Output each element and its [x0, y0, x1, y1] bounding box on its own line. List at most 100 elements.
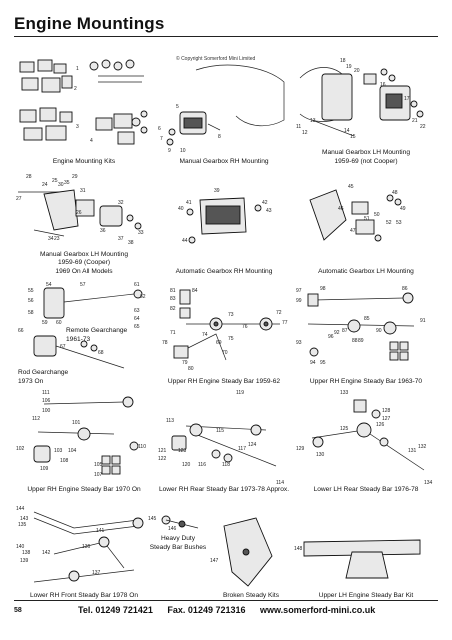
callout-84: 84: [192, 288, 198, 294]
callout-91: 91: [420, 318, 426, 324]
callout-16: 16: [380, 82, 386, 88]
callout-98: 98: [320, 286, 326, 292]
callout-133: 133: [340, 390, 349, 396]
callout-37: 37: [118, 236, 124, 242]
callout-118: 118: [222, 462, 230, 468]
mounting-kit-parts: [19, 59, 148, 145]
callout-28: 28: [26, 174, 32, 180]
caption-upper-rh-steady-1959-62: Upper RH Engine Steady Bar 1959-62: [167, 377, 281, 385]
callout-43: 43: [266, 208, 272, 214]
callout-44: 44: [182, 238, 188, 244]
caption-lower-lh-rear-1976-78: Lower LH Rear Steady Bar 1976-78: [313, 485, 419, 493]
title-rule: [14, 36, 438, 37]
callout-68: 68: [98, 350, 104, 356]
callout-120: 120: [182, 462, 191, 468]
callout-134: 134: [424, 480, 433, 486]
footer-fax: Fax. 01249 721316: [167, 605, 246, 615]
callout-114: 114: [276, 480, 284, 486]
callout-108: 108: [60, 458, 69, 464]
panel-automatic-gearbox-rh: 39 40 41 42 43 44 Automatic Gearbox RH M…: [156, 180, 292, 276]
callout-40: 40: [178, 206, 184, 212]
caption-upper-lh-steady-kit: Upper LH Engine Steady Bar Kit: [318, 591, 414, 599]
callout-141: 141: [96, 528, 105, 534]
footer-website[interactable]: www.somerford-mini.co.uk: [260, 605, 376, 615]
callout-32: 32: [118, 200, 124, 206]
callout-119: 119: [236, 390, 244, 396]
callout-111: 111: [42, 390, 50, 396]
callout-142: 142: [42, 550, 51, 556]
callout-51: 51: [364, 216, 370, 222]
callout-71: 71: [170, 330, 176, 336]
callout-86: 86: [402, 286, 408, 292]
callout-2: 2: [74, 86, 77, 92]
callout-103: 103: [54, 448, 63, 454]
panel-engine-mounting-kits: 1 2 3 4 Engine Mounting Kits: [14, 48, 154, 166]
caption-manual-gearbox-lh-not-cooper: Manual Gearbox LH Mounting 1959-69 (not …: [322, 149, 410, 165]
panel-automatic-gearbox-lh: 45 46 47 48 49 50 51 52 53 Automatic Gea…: [294, 180, 438, 276]
callout-115: 115: [216, 428, 224, 434]
copyright-note: © Copyright Somerford Mini Limited: [176, 56, 256, 62]
callout-27: 27: [16, 196, 22, 202]
callout-33: 33: [138, 230, 144, 236]
callout-34: 34: [48, 236, 54, 242]
callout-95: 95: [320, 360, 326, 366]
callout-97: 97: [296, 288, 302, 294]
caption-lower-rh-rear-1973-78: Lower RH Rear Steady Bar 1973-78 Approx.: [158, 485, 290, 493]
callout-10: 10: [180, 148, 186, 154]
callout-47: 47: [350, 228, 356, 234]
callout-121: 121: [158, 448, 167, 454]
panel-upper-rh-steady-1959-62: 69 70 71 72 73 74 75 76 77 78 79 80 81 8…: [156, 284, 292, 386]
callout-25: 25: [52, 178, 58, 184]
callout-8: 8: [218, 134, 221, 140]
callout-56: 56: [28, 298, 34, 304]
callout-55: 55: [28, 288, 34, 294]
callout-69: 69: [216, 340, 222, 346]
callout-67: 67: [60, 344, 66, 350]
callout-147: 147: [210, 558, 219, 564]
panel-upper-lh-steady-kit: 148 Upper LH Engine Steady Bar Kit: [294, 512, 438, 600]
callout-148: 148: [294, 546, 303, 552]
callout-14: 14: [344, 128, 350, 134]
callout-53: 53: [396, 220, 402, 226]
callout-143: 143: [20, 516, 29, 522]
caption-remote-gearchange: Remote Gearchange 1961-73: [66, 327, 128, 343]
lower-rh-front-1978-on-drawing: 135 136 137 138 139 140 141 142 143 144: [16, 506, 144, 583]
callout-4: 4: [90, 138, 93, 144]
callout-66: 66: [18, 328, 24, 334]
callout-22: 22: [420, 124, 426, 130]
callout-81: 81: [170, 288, 176, 294]
caption-manual-gearbox-rh: Manual Gearbox RH Mounting: [179, 157, 269, 165]
callout-137: 137: [92, 570, 101, 576]
panel-lower-rh-rear-1973-78: 113 114 115 116 117 118 119 120 121 122 …: [156, 390, 292, 494]
upper-lh-steady-kit-drawing: 148: [294, 539, 421, 579]
panel-gearchange: 54 55 56 57 58 59 60 61 62 63 64 65 66 6…: [14, 282, 154, 386]
callout-124: 124: [248, 442, 257, 448]
callout-82: 82: [170, 306, 176, 312]
callout-13: 13: [310, 118, 316, 124]
panel-lower-rh-front-1978-on: 135 136 137 138 139 140 141 142 143 144 …: [14, 498, 154, 600]
automatic-gearbox-lh-drawing: 45 46 47 48 49 50 51 52 53: [309, 184, 406, 242]
callout-96: 96: [328, 334, 334, 340]
footer-rule: [14, 600, 438, 601]
callout-136: 136: [82, 544, 91, 550]
callout-62: 62: [140, 294, 146, 300]
callout-94: 94: [310, 360, 316, 366]
callout-74: 74: [202, 332, 208, 338]
callout-102: 102: [16, 446, 25, 452]
manual-gearbox-lh-cooper-drawing: 23 24 25 26 27 28 29 30 31 32 33 34 35 3…: [16, 174, 144, 246]
caption-automatic-gearbox-lh: Automatic Gearbox LH Mounting: [318, 267, 414, 275]
callout-61: 61: [134, 282, 140, 288]
callout-110: 110: [138, 444, 146, 450]
callout-88: 88: [352, 338, 358, 344]
callout-11: 11: [296, 124, 301, 130]
callout-83: 83: [170, 296, 176, 302]
callout-18: 18: [340, 58, 346, 64]
callout-64: 64: [134, 316, 140, 322]
callout-17: 17: [404, 96, 410, 102]
engine-mounting-kits-drawing: 1 2 3 4: [19, 59, 148, 145]
callout-145: 145: [148, 516, 157, 522]
callout-54: 54: [46, 282, 52, 288]
footer-contact: Tel. 01249 721421 Fax. 01249 721316 www.…: [78, 605, 387, 615]
panel-manual-gearbox-rh: 5 6 7 8 9 10 Manual Gearbox RH Mounting: [156, 60, 292, 166]
broken-steady-kits-drawing: 147: [210, 517, 273, 587]
